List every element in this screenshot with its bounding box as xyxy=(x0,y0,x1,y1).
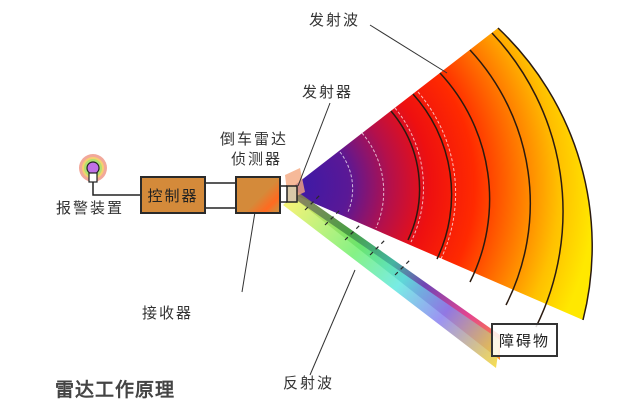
sensor-label-line2: 侦测器 xyxy=(231,150,283,168)
reflected-wave-band-lower xyxy=(283,197,500,368)
obstacle-box: 障碍物 xyxy=(491,323,558,357)
transmitted-wave-label: 发射波 xyxy=(309,11,361,29)
receiver-label: 接收器 xyxy=(142,304,194,322)
alarm-lamp-icon xyxy=(79,154,107,183)
sensor-label-line1: 倒车雷达 xyxy=(220,130,289,148)
transmitter-label: 发射器 xyxy=(302,83,354,101)
emitter xyxy=(286,185,298,203)
controller-label: 控制器 xyxy=(147,186,199,205)
controller-box: 控制器 xyxy=(140,176,206,214)
alarm-wire xyxy=(92,180,140,196)
reflected-wave-label: 反射波 xyxy=(283,374,335,392)
radar-sensor-box xyxy=(235,176,281,214)
transmitted-wave-fan xyxy=(295,28,593,320)
diagram-title: 雷达工作原理 xyxy=(55,379,176,401)
alarm-label: 报警装置 xyxy=(56,199,125,217)
